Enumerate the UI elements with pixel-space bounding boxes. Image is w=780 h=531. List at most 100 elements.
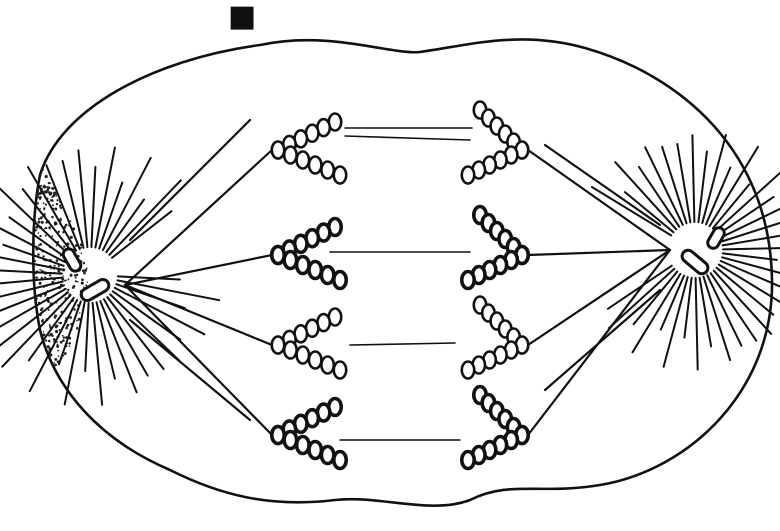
stipple-dot bbox=[32, 169, 34, 171]
stipple-dot bbox=[41, 270, 43, 272]
stipple-dot bbox=[37, 202, 39, 204]
stipple-dot bbox=[84, 272, 86, 274]
stipple-dot bbox=[47, 300, 50, 303]
stipple-dot bbox=[32, 169, 34, 171]
stipple-dot bbox=[39, 165, 42, 168]
stipple-dot bbox=[58, 231, 60, 233]
chromatid-coil bbox=[297, 152, 309, 169]
stipple-dot bbox=[48, 309, 50, 311]
stipple-dot bbox=[54, 265, 56, 267]
stipple-dot bbox=[81, 282, 84, 285]
chromatid-coil bbox=[321, 447, 333, 464]
stipple-dot bbox=[28, 188, 31, 191]
stipple-dot bbox=[65, 224, 68, 227]
stipple-dot bbox=[39, 377, 41, 379]
stipple-dot bbox=[70, 220, 72, 222]
stipple-dot bbox=[29, 343, 31, 345]
stipple-dot bbox=[74, 274, 76, 276]
stipple-dot bbox=[33, 196, 35, 198]
stipple-dot bbox=[30, 371, 32, 373]
stipple-dot bbox=[30, 394, 32, 396]
stipple-dot bbox=[28, 275, 30, 277]
stipple-dot bbox=[75, 280, 77, 282]
chromatid-coil bbox=[309, 262, 321, 279]
stipple-dot bbox=[76, 320, 78, 322]
stipple-dot bbox=[55, 195, 57, 197]
stipple-dot bbox=[30, 182, 32, 184]
stipple-dot bbox=[37, 220, 40, 223]
chromatid-coil bbox=[309, 352, 321, 369]
stipple-dot bbox=[62, 335, 64, 337]
stipple-dot bbox=[38, 245, 40, 247]
stipple-dot bbox=[33, 171, 35, 173]
stipple-dot bbox=[41, 377, 44, 380]
chromatid-coil bbox=[462, 362, 474, 379]
stipple-dot bbox=[50, 376, 52, 378]
stipple-dot bbox=[37, 385, 38, 386]
stipple-dot bbox=[42, 387, 43, 388]
stipple-dot bbox=[33, 355, 34, 356]
stipple-dot bbox=[42, 169, 44, 171]
stipple-dot bbox=[36, 297, 38, 299]
stipple-dot bbox=[48, 226, 51, 229]
stipple-dot bbox=[50, 199, 52, 201]
stipple-dot bbox=[52, 204, 54, 206]
chromatid-coil bbox=[272, 427, 284, 444]
stipple-dot bbox=[43, 382, 45, 384]
stipple-dot bbox=[36, 339, 38, 341]
stipple-dot bbox=[31, 376, 33, 378]
stipple-dot bbox=[43, 378, 46, 381]
stipple-dot bbox=[35, 166, 38, 169]
corner-mark: ■ bbox=[228, 2, 256, 32]
chromatid-coil bbox=[334, 272, 346, 289]
stipple-dot bbox=[45, 277, 47, 279]
chromatid-coil bbox=[309, 442, 321, 459]
stipple-dot bbox=[30, 344, 31, 345]
stipple-dot bbox=[39, 382, 41, 384]
stipple-dot bbox=[32, 184, 34, 186]
stipple-dot bbox=[35, 385, 37, 387]
stipple-dot bbox=[56, 203, 58, 205]
stipple-dot bbox=[69, 343, 71, 345]
chromatid-coil bbox=[462, 272, 474, 289]
stipple-dot bbox=[64, 352, 67, 355]
stipple-dot bbox=[67, 278, 69, 280]
stipple-dot bbox=[51, 235, 53, 237]
stipple-dot bbox=[49, 324, 51, 326]
stipple-dot bbox=[76, 327, 78, 329]
stipple-dot bbox=[44, 295, 46, 297]
stipple-dot bbox=[54, 224, 56, 226]
stipple-dot bbox=[35, 276, 38, 279]
stipple-dot bbox=[38, 168, 40, 170]
stipple-dot bbox=[34, 170, 37, 173]
stipple-dot bbox=[33, 391, 36, 394]
stipple-dot bbox=[45, 176, 47, 178]
stipple-dot bbox=[51, 216, 54, 219]
stipple-dot bbox=[35, 335, 38, 338]
stipple-dot bbox=[33, 323, 36, 326]
stipple-dot bbox=[60, 207, 62, 209]
chromatid-coil bbox=[272, 337, 284, 354]
stipple-dot bbox=[58, 355, 60, 357]
stipple-dot bbox=[40, 308, 43, 311]
stipple-dot bbox=[57, 199, 59, 201]
stipple-dot bbox=[35, 344, 38, 347]
chromatid-coil bbox=[462, 452, 474, 469]
stipple-dot bbox=[41, 347, 43, 349]
stipple-dot bbox=[42, 371, 44, 373]
stipple-dot bbox=[44, 209, 46, 211]
stipple-dot bbox=[45, 379, 48, 382]
stipple-dot bbox=[45, 227, 47, 229]
stipple-dot bbox=[54, 315, 57, 318]
stipple-dot bbox=[27, 202, 30, 205]
stipple-dot bbox=[35, 165, 37, 167]
stipple-dot bbox=[42, 386, 45, 389]
stipple-dot bbox=[41, 320, 44, 323]
stipple-dot bbox=[33, 348, 35, 350]
stipple-dot bbox=[39, 235, 41, 237]
stipple-dot bbox=[27, 178, 30, 181]
chromatid-coil bbox=[297, 347, 309, 364]
stipple-dot bbox=[47, 345, 50, 348]
